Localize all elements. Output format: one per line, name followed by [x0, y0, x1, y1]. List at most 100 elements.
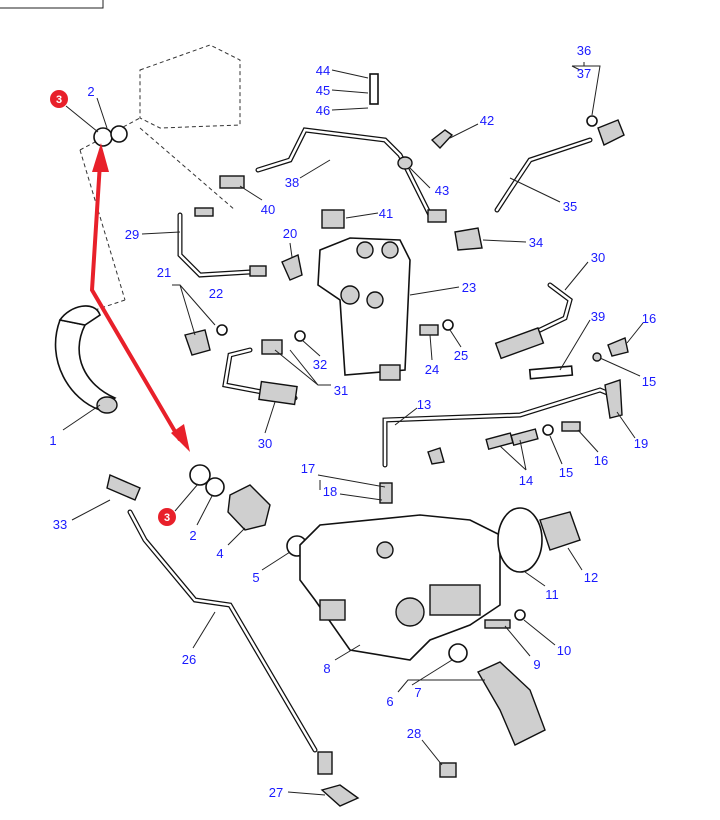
oring-7	[448, 643, 468, 663]
svg-text:3: 3	[56, 94, 62, 106]
callout-41: 41	[379, 206, 393, 221]
fitting-29	[194, 207, 214, 217]
bolt-24	[419, 324, 439, 336]
badge-3-top: 3	[50, 90, 68, 108]
callout-17: 17	[301, 461, 315, 476]
oring-37	[586, 115, 598, 127]
callout-1: 1	[49, 433, 56, 448]
tee-27	[320, 784, 360, 807]
hose-1	[54, 305, 118, 414]
frame-corner	[0, 0, 104, 9]
washer-25	[442, 319, 454, 331]
callout-18: 18	[323, 484, 337, 499]
elbow-21	[184, 329, 211, 356]
tube-39	[528, 365, 574, 380]
callout-42: 42	[480, 113, 494, 128]
elbow-16	[607, 337, 629, 357]
bolt-16	[561, 421, 581, 432]
callout-32: 32	[313, 357, 327, 372]
washer-15	[542, 424, 554, 436]
callout-46: 46	[316, 103, 330, 118]
callout-20: 20	[283, 226, 297, 241]
fitting-18	[379, 482, 393, 504]
callout-25: 25	[454, 348, 468, 363]
gasket-11	[497, 507, 543, 573]
callout-9: 9	[533, 657, 540, 672]
callout-22: 22	[209, 286, 223, 301]
nut-15	[592, 352, 602, 362]
callout-15-top: 15	[642, 374, 656, 389]
oring-3-bottom	[189, 464, 211, 486]
callout-45: 45	[316, 83, 330, 98]
leader-lines	[62, 62, 644, 796]
svg-text:3: 3	[164, 512, 170, 524]
callout-29: 29	[125, 227, 139, 242]
fitting-19	[604, 379, 623, 419]
plug-28	[439, 762, 457, 778]
fitting-27a	[317, 751, 333, 775]
sleeve-12	[539, 511, 581, 551]
callout-11: 11	[545, 587, 559, 602]
clip-42	[430, 129, 454, 150]
callout-5: 5	[252, 570, 259, 585]
hose-end-30	[258, 380, 298, 406]
callout-labels: 44 45 46 42 43 38 40 41 36 37 35 34 29 2…	[49, 43, 656, 800]
tee-33	[106, 474, 141, 501]
fitting-29b	[249, 265, 267, 277]
callout-6: 6	[386, 694, 393, 709]
elbow-20	[281, 254, 303, 281]
callout-38: 38	[285, 175, 299, 190]
oring-2-bottom	[205, 477, 225, 497]
callout-14: 14	[519, 473, 533, 488]
callout-36: 36	[577, 43, 591, 58]
pump-8	[299, 514, 501, 661]
callout-12: 12	[584, 570, 598, 585]
callout-10: 10	[557, 643, 571, 658]
plug-41	[321, 209, 345, 229]
screw-44	[369, 73, 379, 105]
callout-26: 26	[182, 652, 196, 667]
callout-2-bottom: 2	[189, 528, 196, 543]
callout-8: 8	[323, 661, 330, 676]
callout-30-right: 30	[591, 250, 605, 265]
callout-24: 24	[425, 362, 439, 377]
bolt-9	[484, 619, 511, 629]
callout-30-left: 30	[258, 436, 272, 451]
callout-34: 34	[529, 235, 543, 250]
callout-13: 13	[417, 397, 431, 412]
callout-4: 4	[216, 546, 223, 561]
tee-34	[454, 227, 483, 251]
fitting-31	[261, 339, 283, 355]
spring-14b	[510, 428, 539, 447]
valve-23	[317, 237, 411, 381]
fitting-40	[219, 175, 245, 189]
callout-23: 23	[462, 280, 476, 295]
callout-39: 39	[591, 309, 605, 324]
adaptor-4	[227, 484, 271, 531]
elbow-36	[597, 119, 625, 146]
washer-10	[514, 609, 526, 621]
callout-27: 27	[269, 785, 283, 800]
housing-outline	[79, 44, 241, 311]
callout-19: 19	[634, 436, 648, 451]
callout-28: 28	[407, 726, 421, 741]
callout-31: 31	[334, 383, 348, 398]
callout-16-top: 16	[642, 311, 656, 326]
oring-2-top	[110, 125, 128, 143]
highlight-arrow	[89, 143, 190, 452]
callout-15-bottom: 15	[559, 465, 573, 480]
callout-21: 21	[157, 265, 171, 280]
oring-22	[216, 324, 228, 336]
hose-end-30b	[494, 327, 545, 360]
callout-44: 44	[316, 63, 330, 78]
callout-7: 7	[414, 685, 421, 700]
oring-32	[294, 330, 306, 342]
callout-35: 35	[563, 199, 577, 214]
callout-16-bottom: 16	[594, 453, 608, 468]
callout-40: 40	[261, 202, 275, 217]
fitting-38b	[427, 209, 447, 223]
badge-3-bottom: 3	[158, 508, 176, 526]
elbow-hose-6	[477, 661, 546, 746]
spring-14a	[485, 432, 514, 451]
